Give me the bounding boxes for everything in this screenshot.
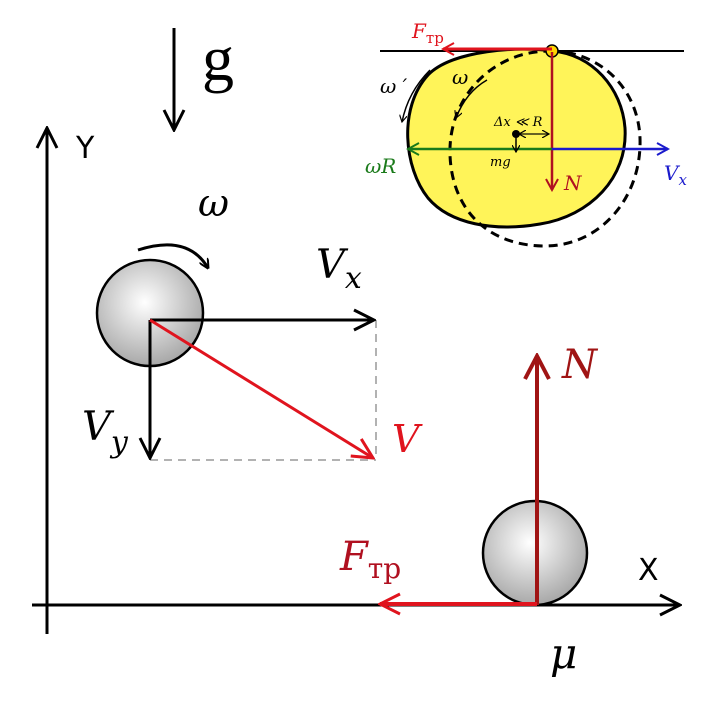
normal-force-label: N: [561, 342, 599, 388]
inset-vx-label: Vx: [664, 161, 687, 189]
inset-mg-label: mg: [490, 155, 511, 170]
gravity-label: g: [202, 23, 234, 94]
axes-group: Y X: [32, 128, 680, 634]
inset-group: Fтр N ωR Vx mg Δx ≪ R ω ′ ω: [365, 19, 687, 248]
ball-right-group: N Fтр μ: [339, 342, 599, 678]
vy-label: Vy: [82, 404, 129, 460]
x-axis-label: X: [638, 553, 659, 588]
friction-force-label: Fтр: [339, 534, 401, 585]
mu-label: μ: [550, 629, 577, 678]
inset-mass-center: [512, 130, 520, 138]
v-arrow: [149, 318, 373, 458]
inset-omega-arrow: [456, 79, 488, 118]
inset-undeformed-outline: [448, 49, 642, 248]
inset-omega-prime-arrow: [402, 69, 431, 122]
inset-normal-label: N: [563, 171, 583, 195]
vx-label: Vx: [316, 242, 362, 296]
v-label: V: [392, 417, 423, 461]
inset-omega-label: ω: [452, 65, 468, 89]
gravity-group: g: [174, 23, 234, 130]
omega-rotation-arrow: [137, 243, 208, 268]
inset-friction-label: Fтр: [411, 19, 444, 47]
y-axis-label: Y: [75, 131, 95, 166]
omega-label: ω: [198, 181, 229, 225]
inset-omega-r-label: ωR: [365, 154, 396, 178]
inset-dx-label: Δx ≪ R: [493, 115, 543, 130]
ball-left-group: ω Vx Vy V: [82, 181, 423, 461]
inset-omega-prime-label: ω ′: [380, 74, 408, 98]
